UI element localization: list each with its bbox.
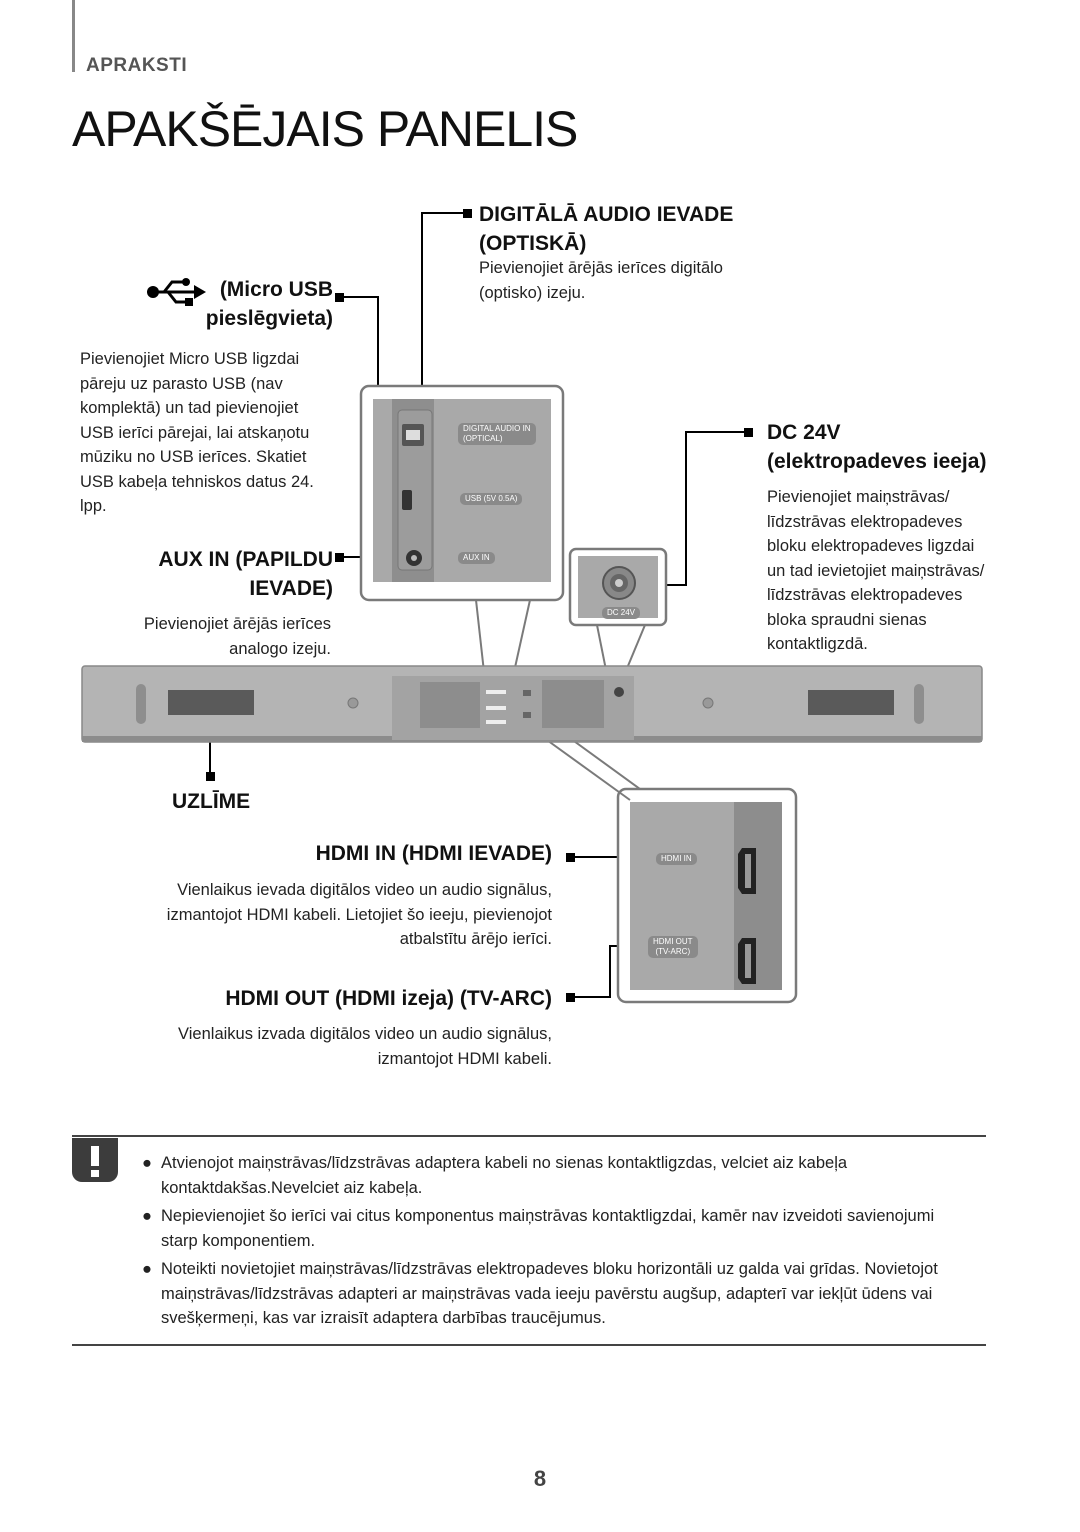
hdmi-out-description: Vienlaikus izvada digitālos video un aud…	[178, 1025, 552, 1068]
note-item: ● Atvienojot maiņstrāvas/līdzstrāvas ada…	[142, 1154, 848, 1197]
hdmi-in-heading: HDMI IN (HDMI IEVADE)	[315, 842, 552, 865]
hdmi-in-port-label: HDMI IN	[656, 853, 697, 865]
notes-top-rule	[72, 1135, 986, 1137]
dc-24v-label: DC 24V	[602, 607, 641, 619]
hdmi-in-marker	[566, 853, 575, 862]
usb-heading: (Micro USB pieslēgvieta)	[205, 278, 333, 330]
hdmi-out-marker	[566, 993, 575, 1002]
dc-description: Pievienojiet maiņstrāvas/ līdzstrāvas el…	[767, 488, 985, 653]
optical-marker	[463, 209, 472, 218]
page-title: APAKŠĒJAIS PANELIS	[72, 101, 578, 157]
usb-description: Pievienojiet Micro USB ligzdai pāreju uz…	[80, 350, 314, 515]
header-rule	[72, 0, 75, 72]
note-item: ● Noteikti novietojiet maiņstrāvas/līdzs…	[142, 1260, 938, 1327]
usb-icon	[147, 278, 206, 306]
usb-label: USB (5V 0.5A)	[460, 493, 523, 505]
exclamation-icon	[72, 1138, 118, 1182]
label-marker	[206, 772, 215, 781]
note-item: ● Nepievienojiet šo ierīci vai citus kom…	[142, 1207, 935, 1250]
aux-heading: AUX IN (PAPILDU IEVADE)	[158, 548, 333, 600]
section-label: APRAKSTI	[86, 55, 188, 76]
hdmi-out-port-label: HDMI OUT (TV-ARC)	[648, 936, 698, 958]
dc-marker	[744, 428, 753, 437]
label-heading: UZLĪME	[172, 790, 251, 813]
usb-marker	[335, 293, 344, 302]
optical-heading: DIGITĀLĀ AUDIO IEVADE (OPTISKĀ)	[479, 203, 734, 255]
digital-audio-in-label: DIGITAL AUDIO IN (OPTICAL)	[458, 423, 536, 445]
optical-description: Pievienojiet ārējās ierīces digitālo (op…	[479, 259, 723, 302]
aux-description: Pievienojiet ārējās ierīces analogo izej…	[143, 615, 331, 658]
aux-in-label: AUX IN	[458, 552, 495, 564]
hdmi-out-heading: HDMI OUT (HDMI izeja) (TV-ARC)	[225, 987, 552, 1010]
dc-heading: DC 24V (elektropadeves ieeja)	[767, 421, 987, 473]
aux-marker	[335, 553, 344, 562]
notes-bottom-rule	[72, 1344, 986, 1346]
hdmi-in-description: Vienlaikus ievada digitālos video un aud…	[166, 881, 552, 948]
page-number: 8	[533, 1466, 547, 1491]
